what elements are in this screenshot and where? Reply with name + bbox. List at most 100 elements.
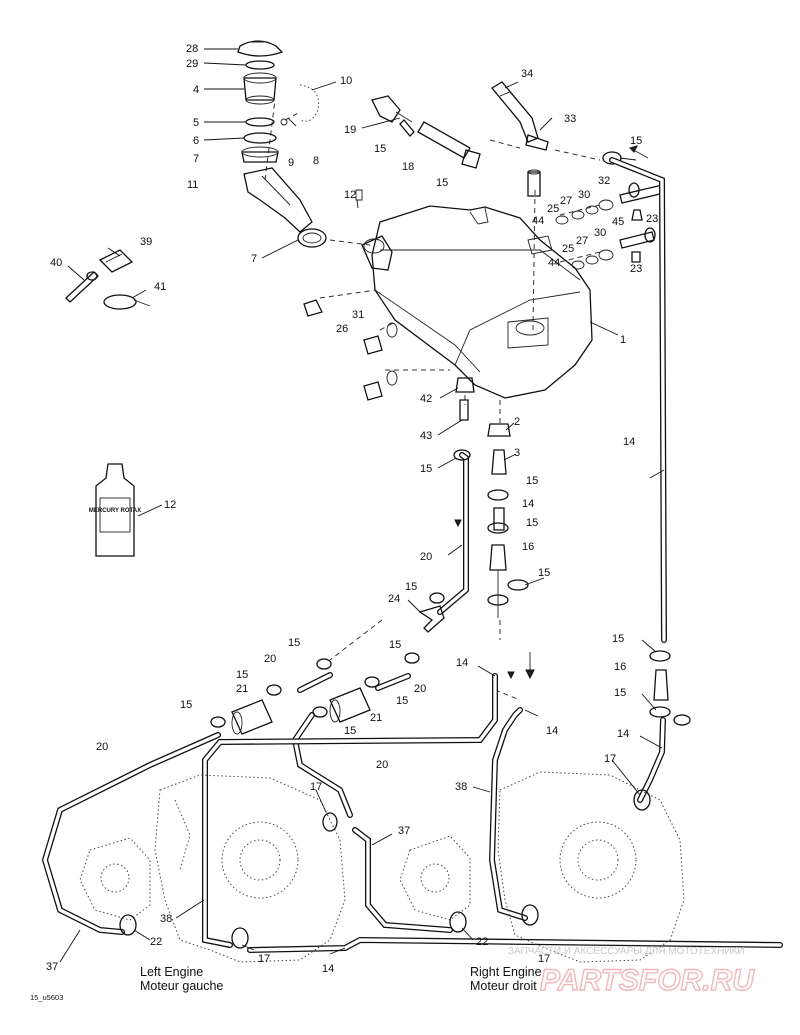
callout-17-left-bottom: 17	[258, 953, 270, 965]
left-engine-caption-fr: Moteur gauche	[140, 979, 223, 993]
right-engine	[399, 771, 685, 963]
callout-42: 42	[420, 393, 432, 405]
left-engine	[79, 774, 346, 963]
callout-4: 4	[193, 84, 199, 96]
callout-10: 10	[340, 75, 352, 87]
callout-44a: 44	[532, 215, 544, 227]
callout-23a: 23	[646, 213, 658, 225]
callout-15-vent-b: 15	[374, 143, 386, 155]
engine-captions: Left Engine Moteur gauche Right Engine M…	[30, 965, 542, 1002]
callout-44b: 44	[548, 257, 560, 269]
callout-15-center-c: 15	[538, 567, 550, 579]
fuel-filters	[210, 449, 471, 735]
engine-clamps	[119, 789, 651, 949]
fuel-outlet-fittings	[455, 377, 529, 618]
leader-lines	[59, 48, 665, 963]
watermark-logo: PARTSFOR.RU	[540, 964, 755, 997]
callout-45: 45	[612, 216, 624, 228]
right-engine-caption-fr: Moteur droit	[470, 979, 537, 993]
callout-34: 34	[521, 68, 533, 80]
callout-15-return-b: 15	[614, 687, 626, 699]
callout-2: 2	[514, 416, 520, 428]
callout-15-vent: 15	[630, 135, 642, 147]
callout-39: 39	[140, 236, 152, 248]
callout-27b: 27	[576, 235, 588, 247]
callout-38-left: 38	[160, 913, 172, 925]
callout-27a: 27	[560, 195, 572, 207]
callout-25b: 25	[562, 243, 574, 255]
vent-line-parts	[371, 81, 622, 197]
callout-12-bottle: 12	[164, 499, 176, 511]
callout-15-filter-d: 15	[396, 695, 408, 707]
callout-14-return-b: 14	[617, 728, 629, 740]
callout-28: 28	[186, 43, 198, 55]
figure-reference-code: 15_u5603	[30, 993, 63, 1002]
callout-15-filter-b: 15	[288, 637, 300, 649]
callout-15-supply: 15	[420, 463, 432, 475]
watermark-text: ЗАПЧАСТИ И АКСЕССУАРЫ ДЛЯ МОТОТЕХНИКИ	[508, 946, 745, 957]
left-engine-caption: Left Engine	[140, 965, 203, 979]
tank-screws	[303, 299, 398, 401]
callout-15-center-b: 15	[526, 517, 538, 529]
callout-20-right: 20	[414, 683, 426, 695]
callout-20-left: 20	[96, 741, 108, 753]
callout-15-filter-e: 15	[180, 699, 192, 711]
callout-15-tee: 15	[405, 581, 417, 593]
callout-14-right: 14	[546, 725, 558, 737]
callout-14-filter: 14	[456, 657, 468, 669]
callout-6: 6	[193, 135, 199, 147]
callout-29: 29	[186, 58, 198, 70]
callout-43: 43	[420, 430, 432, 442]
callout-17-right-bottom: 17	[538, 953, 550, 965]
callout-1: 1	[620, 334, 626, 346]
callout-15-filter-f: 15	[344, 725, 356, 737]
callout-7-clamp: 7	[251, 253, 257, 265]
fuel-tank	[371, 205, 593, 399]
right-tee-fittings	[649, 650, 691, 726]
callout-33: 33	[564, 113, 576, 125]
callout-20-supply: 20	[420, 551, 432, 563]
callout-16-return: 16	[614, 661, 626, 673]
callout-11: 11	[187, 179, 198, 191]
oil-bottle: MERCURY ROTAX	[89, 463, 141, 557]
filler-neck-clamp	[297, 189, 393, 271]
callout-40: 40	[50, 257, 62, 269]
callout-26: 26	[336, 323, 348, 335]
callout-15-filter-a: 15	[236, 669, 248, 681]
callout-12-cap: 12	[344, 189, 356, 201]
callout-21-left: 21	[236, 683, 248, 695]
callout-16-center: 16	[522, 541, 534, 553]
callout-23b: 23	[630, 263, 642, 275]
callout-7: 7	[193, 153, 199, 165]
watermark: ЗАПЧАСТИ И АКСЕССУАРЫ ДЛЯ МОТОТЕХНИКИ PA…	[508, 946, 756, 998]
callout-24: 24	[388, 593, 400, 605]
callout-5: 5	[193, 117, 199, 129]
tie-strap-parts	[65, 249, 151, 310]
callout-19: 19	[344, 124, 356, 136]
callout-17-left-top: 17	[310, 781, 322, 793]
callout-17-right-top: 17	[604, 753, 616, 765]
callout-8: 8	[313, 155, 319, 167]
callout-32: 32	[598, 175, 610, 187]
filler-cap-assembly	[237, 40, 320, 233]
callout-37-mid: 37	[398, 825, 410, 837]
callout-18: 18	[402, 161, 414, 173]
callout-3: 3	[514, 447, 520, 459]
callout-30a: 30	[578, 189, 590, 201]
assembly-lines	[264, 99, 601, 701]
oil-bottle-label: MERCURY ROTAX	[89, 508, 141, 514]
callout-20-mid: 20	[376, 759, 388, 771]
callout-14-bottom: 14	[322, 963, 334, 975]
callout-15-vent-c: 15	[436, 177, 448, 189]
callout-30b: 30	[594, 227, 606, 239]
callout-37-left: 37	[46, 961, 58, 973]
callout-31: 31	[352, 309, 364, 321]
callout-numbers: 28 29 4 5 6 7 11 10 9 8 34 19 33 15 15 1…	[46, 43, 658, 975]
callout-22-left: 22	[150, 936, 162, 948]
callout-9: 9	[288, 157, 294, 169]
callout-15-center-a: 15	[526, 475, 538, 487]
flow-arrows	[454, 145, 649, 680]
callout-14-center: 14	[522, 498, 534, 510]
fuel-hoses	[41, 157, 783, 953]
